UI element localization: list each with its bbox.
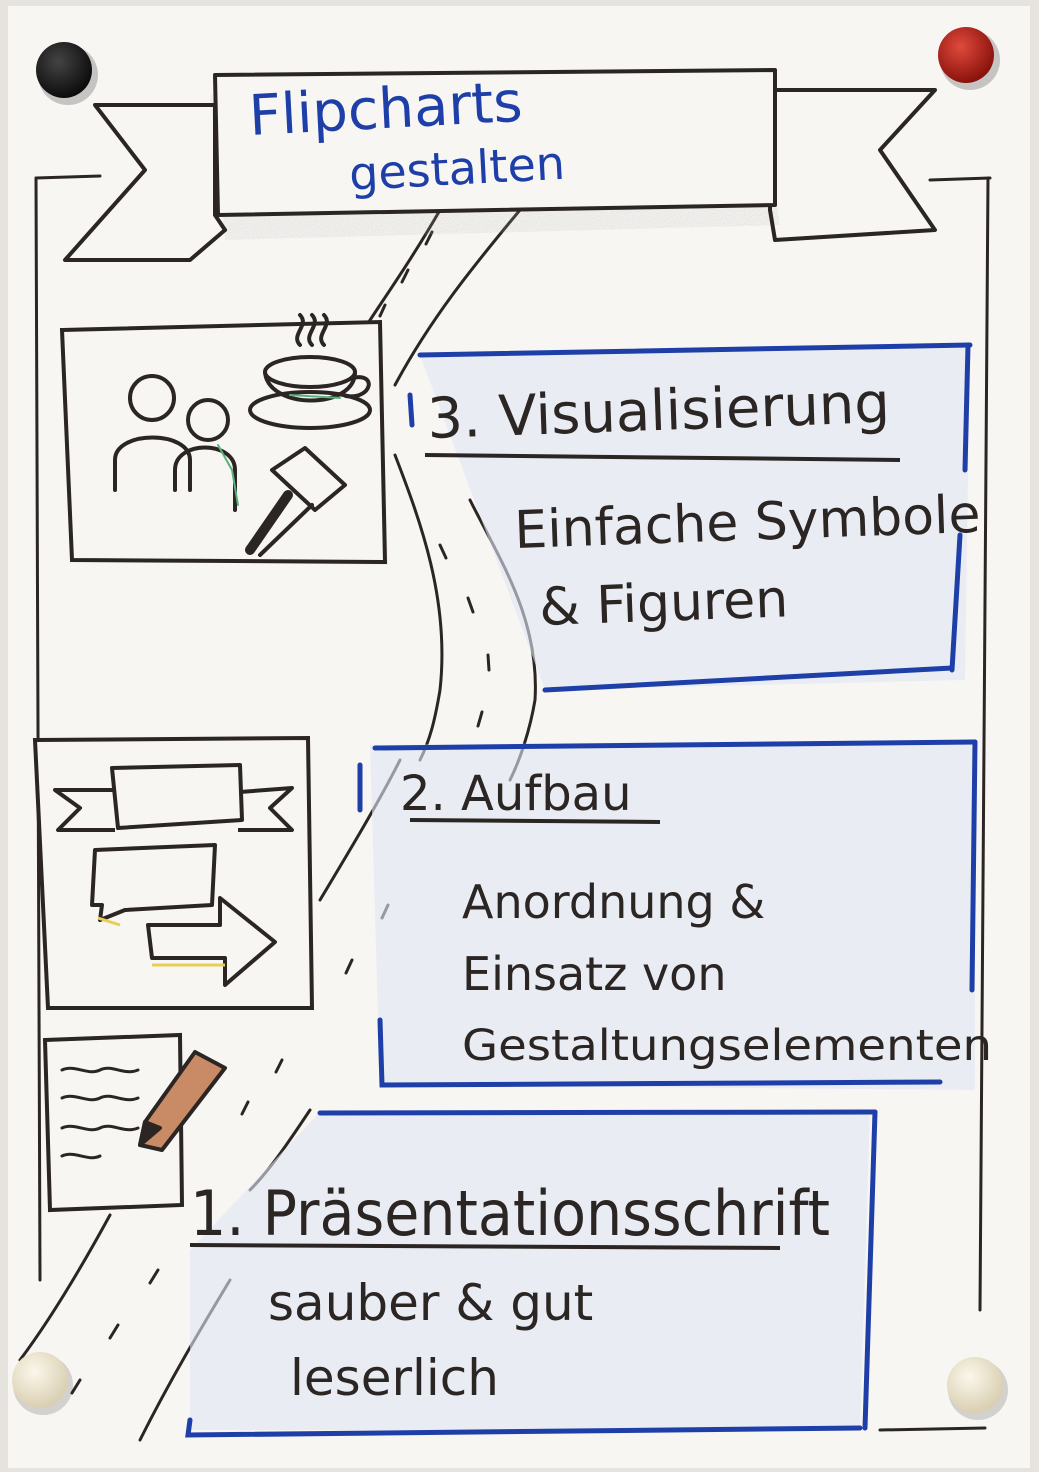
magnet-icon [36,42,98,105]
section-2-heading: 2. Aufbau [400,766,632,822]
section-2-text-line1: Anordnung & [462,875,765,929]
writing-icon-panel [42,1032,227,1213]
paper-frame [34,174,992,1432]
section-3-heading: 3. Visualisierung [426,371,891,452]
layout-icon-panel [32,735,315,1010]
coffee-cup-icon [248,313,372,430]
banner-title-line2: gestalten [348,136,566,201]
hammer-icon [245,446,347,557]
speech-bubble-icon [90,843,217,927]
section-3-box [407,342,973,693]
section-2-box [357,739,978,1090]
arrow-icon [146,896,277,987]
visualization-icon-panel [59,313,388,565]
magnet-icon [938,27,1000,90]
section-1-heading: 1. Präsentationsschrift [190,1177,830,1250]
section-1-text-line2: leserlich [290,1349,499,1407]
section-1-text-line1: sauber & gut [268,1274,593,1332]
document-icon [60,1066,140,1160]
section-1-box [185,1109,878,1438]
magnet-icon [947,1357,1008,1420]
section-2-text-line2: Einsatz von [462,947,726,1001]
section-3-text-line2: & Figuren [538,569,789,638]
banner-title-line1: Flipcharts [247,70,524,149]
magnet-icon [12,1352,73,1415]
title-banner [63,68,937,262]
people-icon [113,374,239,512]
section-2-text-line3: Gestaltungselementen [462,1021,992,1071]
pencil-icon [138,1050,227,1152]
banner-icon [53,763,294,832]
